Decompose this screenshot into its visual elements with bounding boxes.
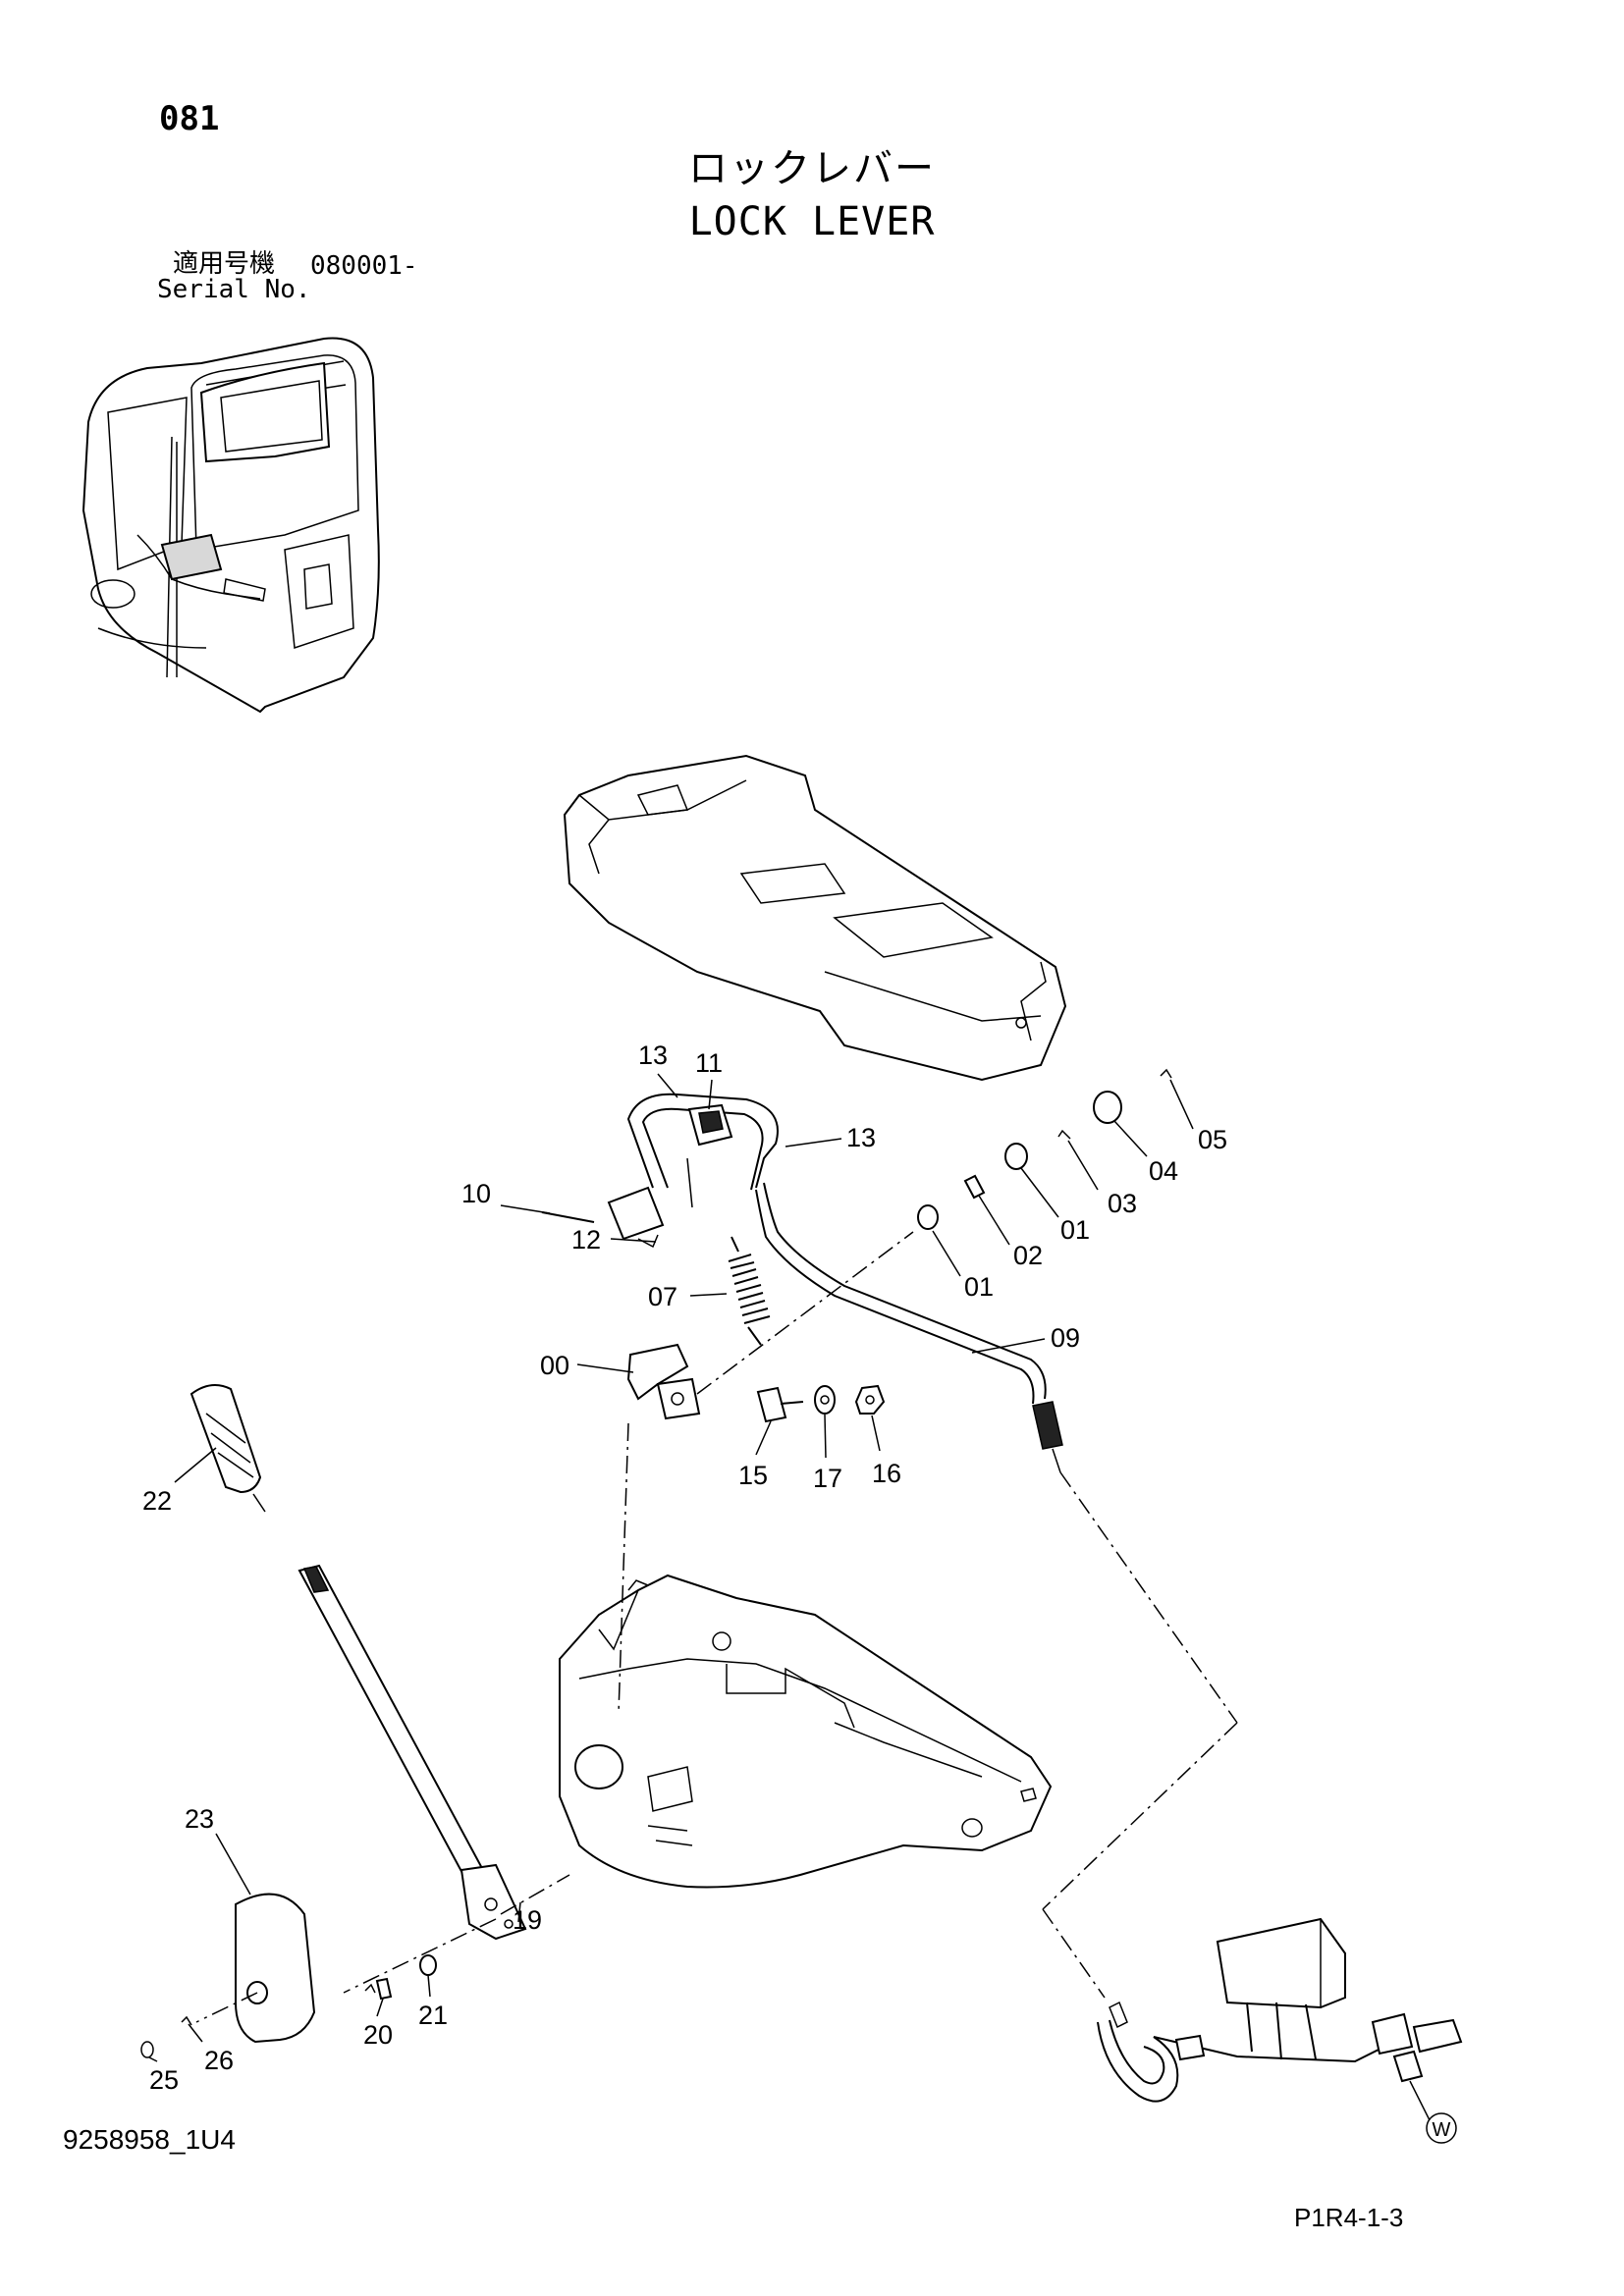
fastener-group bbox=[756, 1384, 886, 1423]
callout-10: 10 bbox=[461, 1179, 491, 1208]
serial-label-english: Serial No. bbox=[157, 275, 311, 304]
cab-overview-illustration bbox=[81, 337, 380, 714]
limit-switch-harness bbox=[541, 1093, 1063, 1473]
spring-and-switch-parts bbox=[618, 1231, 914, 1714]
callout-leaders bbox=[148, 1073, 1194, 2062]
callout-01-lower: 01 bbox=[964, 1272, 994, 1302]
callout-07: 07 bbox=[648, 1282, 677, 1311]
lever-knob-group bbox=[140, 1893, 437, 2058]
callout-00: 00 bbox=[540, 1351, 569, 1380]
callout-26: 26 bbox=[204, 2046, 234, 2075]
callout-20: 20 bbox=[363, 2020, 393, 2050]
callout-25: 25 bbox=[149, 2065, 179, 2095]
callout-04: 04 bbox=[1149, 1156, 1178, 1186]
serial-label-japanese: 適用号機 bbox=[173, 249, 276, 279]
callout-09: 09 bbox=[1051, 1323, 1080, 1353]
callout-02: 02 bbox=[1013, 1241, 1043, 1270]
callout-12: 12 bbox=[571, 1225, 601, 1255]
callout-01-upper: 01 bbox=[1060, 1215, 1090, 1245]
marker-w-letter: W bbox=[1433, 2119, 1451, 2141]
callout-03: 03 bbox=[1108, 1189, 1137, 1218]
callout-23: 23 bbox=[185, 1804, 214, 1834]
callout-13-right: 13 bbox=[846, 1123, 876, 1152]
callout-05: 05 bbox=[1198, 1125, 1227, 1154]
lower-harness-assembly bbox=[1042, 1471, 1463, 2121]
page-number: 081 bbox=[159, 99, 220, 138]
page-title-japanese: ロックレバー bbox=[688, 146, 936, 191]
callout-labels: 13 11 13 10 12 07 00 09 15 17 16 01 02 0… bbox=[142, 1041, 1227, 2095]
callout-21: 21 bbox=[418, 2001, 448, 2030]
callout-15: 15 bbox=[738, 1461, 768, 1490]
callout-17: 17 bbox=[813, 1464, 842, 1493]
small-parts-series bbox=[917, 1068, 1172, 1230]
page-title-english: LOCK LEVER bbox=[688, 199, 936, 244]
circled-w-marker: W bbox=[1426, 2112, 1457, 2144]
callout-11: 11 bbox=[695, 1048, 723, 1078]
serial-number-value: 080001- bbox=[310, 251, 418, 281]
callout-13-upper: 13 bbox=[638, 1041, 668, 1070]
lower-console-cover bbox=[559, 1574, 1053, 1889]
upper-console-cover bbox=[563, 754, 1067, 1082]
callout-19: 19 bbox=[513, 1905, 542, 1935]
callout-22: 22 bbox=[142, 1486, 172, 1516]
lock-lever bbox=[189, 1384, 570, 1994]
page-reference: P1R4-1-3 bbox=[1294, 2203, 1404, 2232]
document-code: 9258958_1U4 bbox=[63, 2124, 236, 2155]
callout-16: 16 bbox=[872, 1459, 901, 1488]
